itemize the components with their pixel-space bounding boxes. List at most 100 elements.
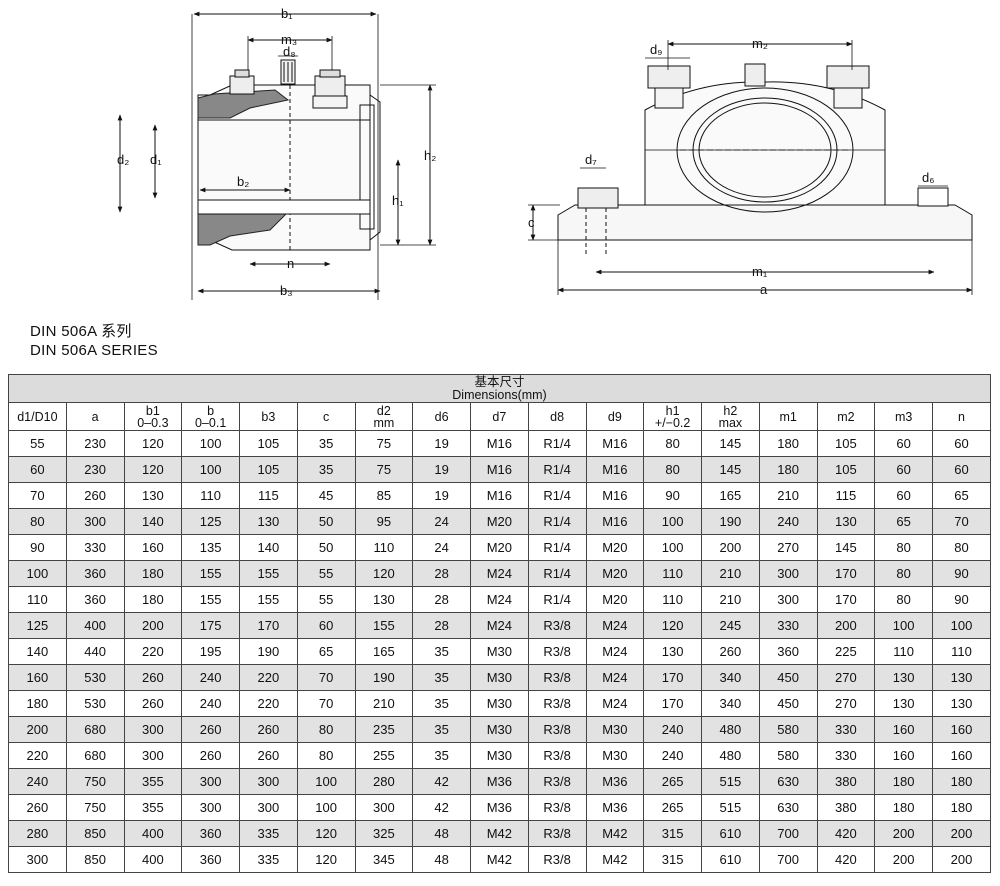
table-cell: 200: [932, 846, 991, 873]
table-cell: 850: [65, 820, 125, 847]
column-header-label: m2: [837, 409, 855, 424]
table-cell: 135: [181, 534, 240, 561]
table-cell: 360: [65, 586, 125, 613]
label-h2: h₂: [424, 148, 436, 163]
table-cell: R3/8: [527, 638, 587, 665]
table-cell: 50: [296, 508, 356, 535]
column-header-label: a: [91, 409, 99, 424]
table-cell: 680: [65, 742, 125, 769]
table-cell: 35: [412, 664, 471, 691]
table-cell: 225: [816, 638, 876, 665]
table-cell: 330: [758, 612, 818, 639]
label-b3: b₃: [280, 283, 293, 298]
table-cell: M30: [470, 716, 529, 743]
table-cell: 35: [296, 456, 356, 483]
column-header-label: d2: [376, 403, 391, 418]
table-cell: 70: [932, 508, 991, 535]
table-cell: 50: [296, 534, 356, 561]
table-cell: 180: [874, 794, 933, 821]
table-cell: 19: [412, 430, 471, 457]
table-cell: 80: [643, 430, 702, 457]
table-cell: 300: [8, 846, 67, 873]
table-cell: 130: [816, 508, 876, 535]
table-cell: 190: [239, 638, 298, 665]
column-header: m3: [874, 402, 933, 431]
table-cell: 24: [412, 534, 471, 561]
table-cell: 300: [239, 794, 298, 821]
table-cell: 70: [296, 664, 356, 691]
column-header: m2: [816, 402, 876, 431]
table-cell: 140: [123, 508, 183, 535]
table-cell: 850: [65, 846, 125, 873]
table-cell: 220: [8, 742, 67, 769]
table-cell: 65: [932, 482, 991, 509]
table-cell: R3/8: [527, 768, 587, 795]
column-header: d7: [470, 402, 529, 431]
table-cell: 200: [816, 612, 876, 639]
table-cell: 145: [816, 534, 876, 561]
table-cell: 100: [181, 430, 240, 457]
table-cell: 110: [8, 586, 67, 613]
table-cell: 80: [932, 534, 991, 561]
table-cell: 400: [65, 612, 125, 639]
table-cell: R3/8: [527, 742, 587, 769]
table-cell: 480: [701, 716, 760, 743]
table-cell: 270: [816, 664, 876, 691]
table-cell: 90: [932, 560, 991, 587]
table-cell: M36: [585, 768, 645, 795]
table-cell: 680: [65, 716, 125, 743]
table-cell: 170: [816, 560, 876, 587]
table-cell: 530: [65, 690, 125, 717]
label-d7: d₇: [585, 152, 597, 167]
column-header-label: d8: [550, 409, 565, 424]
table-cell: 515: [701, 794, 760, 821]
table-cell: R1/4: [527, 430, 587, 457]
table-cell: 380: [816, 768, 876, 795]
table-cell: 240: [8, 768, 67, 795]
column-header-label: b1: [145, 403, 160, 418]
table-cell: 260: [181, 742, 240, 769]
table-cell: M16: [585, 430, 645, 457]
table-cell: 120: [123, 430, 183, 457]
column-header-tolerance: 0–0.3: [137, 415, 169, 430]
table-cell: 255: [354, 742, 414, 769]
table-cell: 65: [874, 508, 933, 535]
column-header: m1: [758, 402, 818, 431]
table-cell: 300: [181, 768, 240, 795]
table-cell: 60: [932, 430, 991, 457]
table-cell: 155: [181, 560, 240, 587]
table-cell: M24: [470, 560, 529, 587]
table-cell: 170: [239, 612, 298, 639]
table-cell: 145: [701, 456, 760, 483]
table-cell: 160: [123, 534, 183, 561]
table-cell: M20: [585, 534, 645, 561]
table-cell: M16: [585, 482, 645, 509]
table-cell: 240: [643, 742, 702, 769]
label-n: n: [287, 256, 294, 271]
label-m1: m₁: [752, 264, 768, 279]
table-cell: 70: [8, 482, 67, 509]
column-header: d6: [412, 402, 471, 431]
table-cell: R3/8: [527, 664, 587, 691]
table-cell: 180: [932, 794, 991, 821]
table-cell: 200: [123, 612, 183, 639]
column-header-label: h2: [723, 403, 738, 418]
table-cell: M42: [585, 846, 645, 873]
table-cell: 80: [296, 716, 356, 743]
column-header: h1+/−0.2: [643, 402, 702, 431]
table-cell: 180: [874, 768, 933, 795]
seal-top: [197, 89, 290, 119]
table-cell: 100: [296, 794, 356, 821]
table-cell: 125: [181, 508, 240, 535]
table-cell: 80: [874, 534, 933, 561]
table-cell: R1/4: [527, 456, 587, 483]
side-view-labels: b₁ m₃ d₈ d₂ d₁ b₂ n b₃ h₂ h₁: [117, 6, 436, 298]
table-cell: 300: [123, 716, 183, 743]
